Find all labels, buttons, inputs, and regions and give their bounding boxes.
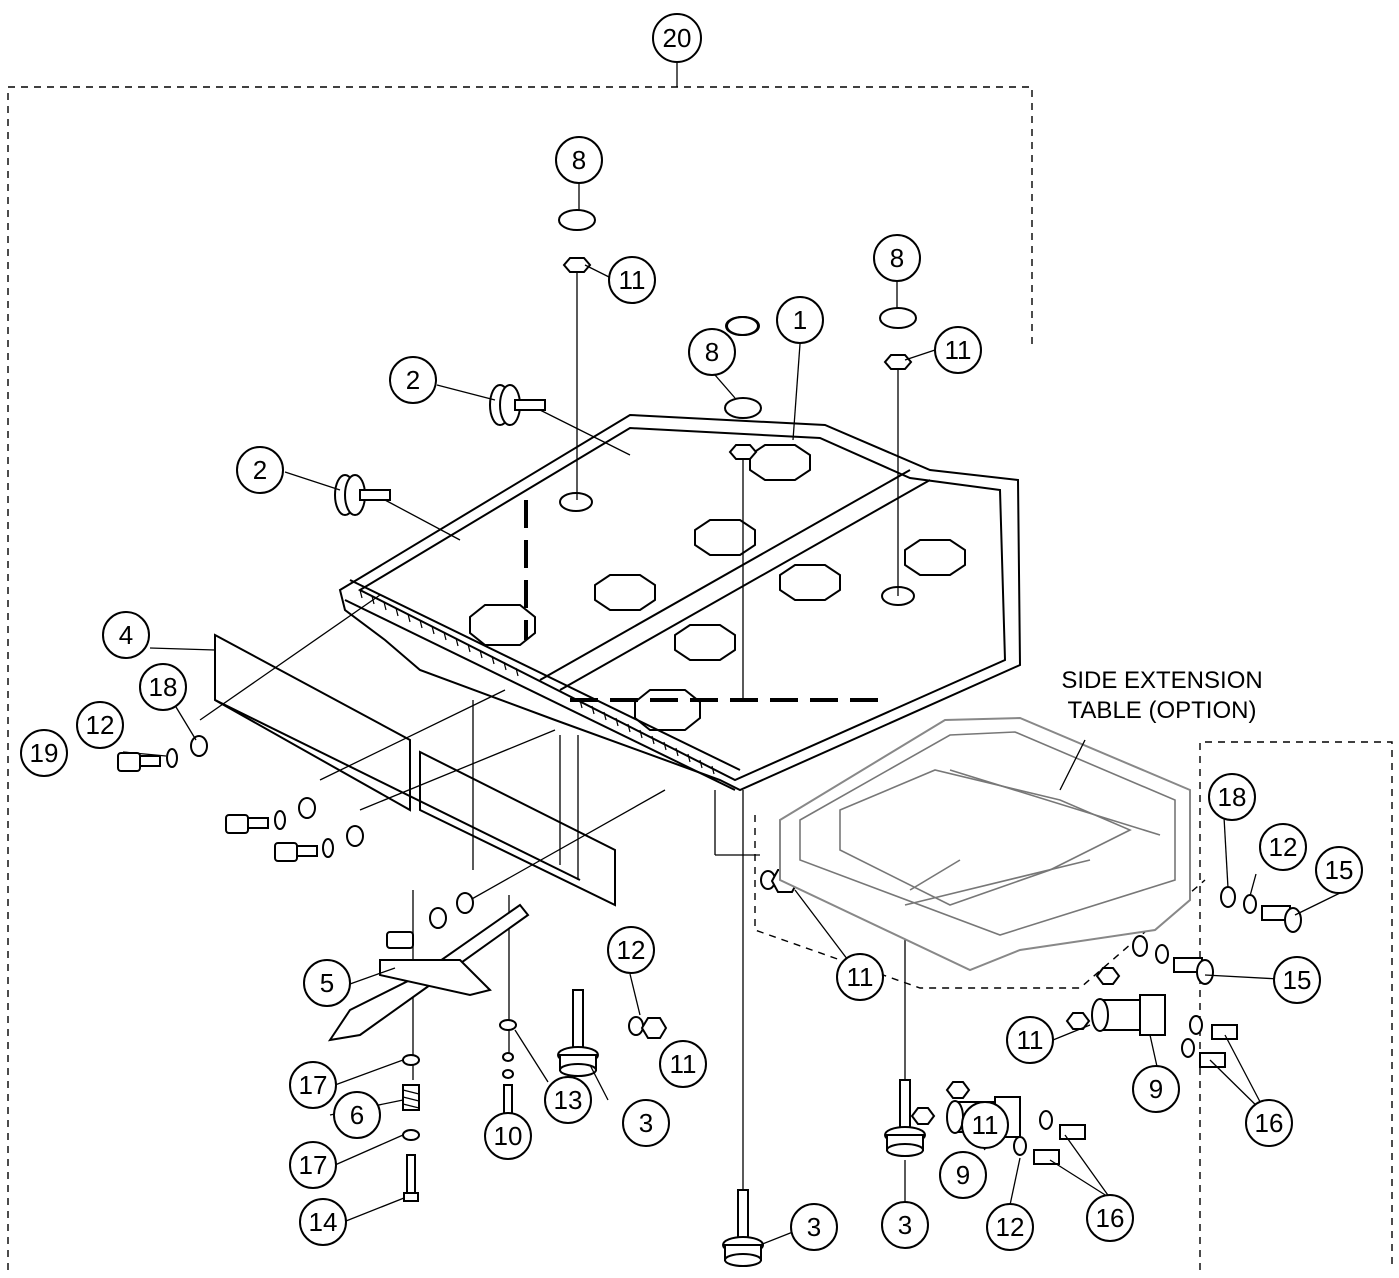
callout-4: 4 [102,611,150,659]
callout-label: 3 [807,1212,821,1242]
callout-label: 15 [1325,855,1354,885]
extension-caption-line1: SIDE EXTENSION [1061,667,1262,694]
svg-text:20: 20 [663,23,692,53]
callout-label: 11 [1017,1025,1044,1055]
extension-boundary [754,741,1393,1270]
callout-label: 9 [956,1160,970,1190]
callout-label: 14 [309,1207,338,1237]
octagon-holes [469,444,966,731]
callout-label: 16 [1096,1203,1125,1233]
roller-part-2-lower [334,474,461,541]
callout-12: 12 [986,1203,1034,1251]
callout-label: 2 [253,455,267,485]
callout-label: 3 [898,1210,912,1240]
callout-label: 9 [1149,1074,1163,1104]
callout-11: 11 [934,326,982,374]
callout-9: 9 [1132,1065,1180,1113]
callout-14: 14 [299,1198,347,1246]
callout-label: 8 [705,337,719,367]
cap-nut-set-left [558,209,596,500]
callout-9: 9 [939,1151,987,1199]
callout-17: 17 [289,1061,337,1109]
callout-11: 11 [961,1101,1009,1149]
callout-6: 6 [333,1091,381,1139]
cap-nut-set-right [879,307,917,596]
callout-8: 8 [688,328,736,376]
callout-2: 2 [389,356,437,404]
callout-label: 12 [1269,832,1298,862]
callout-18: 18 [1208,773,1256,821]
callout-label: 8 [890,243,904,273]
callout-8: 8 [873,234,921,282]
bolt-left-2 [225,797,316,834]
callout-assembly-20: 20 [652,13,702,63]
callout-1: 1 [776,296,824,344]
table-ruler-ticks [359,589,715,775]
roller-part-2-upper [489,384,631,456]
assembly-boundary [7,62,1033,1270]
callout-18: 18 [139,663,187,711]
callout-16: 16 [1245,1099,1293,1147]
callout-3: 3 [622,1099,670,1147]
callout-11: 11 [1006,1016,1054,1064]
callout-bubbles: 8118111822418121951761714101312113311181… [20,136,1363,1251]
callout-label: 16 [1255,1108,1284,1138]
callout-label: 11 [847,962,874,992]
callout-17: 17 [289,1141,337,1189]
callout-label: 6 [350,1100,364,1130]
callout-label: 18 [1218,782,1247,812]
callout-15: 15 [1273,956,1321,1004]
main-table-part-1 [338,316,1022,792]
callout-3: 3 [881,1201,929,1249]
callout-8: 8 [555,136,603,184]
foot-part-3-low [722,1189,764,1267]
callout-3: 3 [790,1203,838,1251]
callout-10: 10 [484,1112,532,1160]
callout-12: 12 [607,926,655,974]
callout-label: 1 [793,305,807,335]
stop-part-5 [327,892,530,1042]
callout-11: 11 [836,953,884,1001]
pin-set [499,1019,517,1116]
callout-label: 17 [299,1070,328,1100]
callout-label: 5 [320,968,334,998]
foot-part-3-mid [557,989,599,1077]
callout-label: 19 [30,738,59,768]
callout-11: 11 [608,256,656,304]
foot-part-3-right [884,1079,926,1157]
callout-12: 12 [76,701,124,749]
extension-caption-line2: TABLE (OPTION) [1068,697,1257,724]
callout-label: 12 [86,710,115,740]
cap-nut-set-center [724,397,762,700]
callout-label: 18 [149,672,178,702]
callout-19: 19 [20,729,68,777]
callout-label: 3 [639,1108,653,1138]
bolt-left-3 [274,825,364,862]
callout-label: 11 [972,1110,999,1140]
callout-label: 12 [617,935,646,965]
callout-label: 10 [494,1121,523,1151]
callout-label: 4 [119,620,133,650]
callout-label: 17 [299,1150,328,1180]
callout-label: 11 [619,265,646,295]
callout-label: 11 [945,335,972,365]
ruler-part-4 [214,633,616,907]
callout-13: 13 [544,1076,592,1124]
callout-15: 15 [1315,846,1363,894]
callout-2: 2 [236,446,284,494]
callout-label: 15 [1283,965,1312,995]
callout-11: 11 [659,1040,707,1088]
side-extension-table [779,716,1191,972]
callout-label: 12 [996,1212,1025,1242]
callout-16: 16 [1086,1194,1134,1242]
spring-set [402,1054,420,1202]
callout-12: 12 [1259,823,1307,871]
bolt-19 [117,735,208,772]
callout-label: 8 [572,145,586,175]
callout-5: 5 [303,959,351,1007]
callout-label: 2 [406,365,420,395]
callout-label: 13 [554,1085,583,1115]
callout-label: 11 [670,1049,697,1079]
